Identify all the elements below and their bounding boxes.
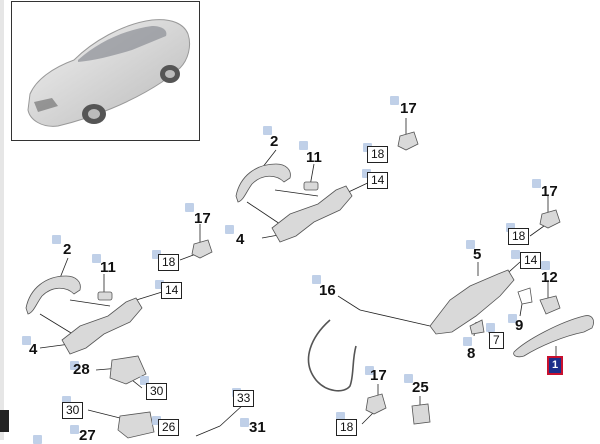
left-edge-marker <box>0 410 9 432</box>
position-marker <box>22 336 31 345</box>
position-marker <box>365 366 374 375</box>
callout-27[interactable]: 27 <box>79 427 96 444</box>
position-marker <box>225 225 234 234</box>
position-marker <box>511 250 520 259</box>
position-marker <box>92 254 101 263</box>
boxed-callout-30-b[interactable]: 30 <box>62 402 84 419</box>
position-marker <box>70 425 79 434</box>
position-marker <box>541 261 550 270</box>
position-marker <box>140 376 149 385</box>
position-marker <box>336 412 345 421</box>
callout-11-mid[interactable]: 11 <box>100 259 116 276</box>
position-marker <box>263 126 272 135</box>
callout-17-bottom[interactable]: 17 <box>370 367 387 384</box>
callout-12[interactable]: 12 <box>541 269 558 286</box>
callout-4-top[interactable]: 4 <box>236 231 245 248</box>
position-marker <box>466 240 475 249</box>
callout-17-top[interactable]: 17 <box>400 100 417 117</box>
callout-2-top[interactable]: 2 <box>270 133 279 150</box>
position-marker <box>508 314 517 323</box>
boxed-callout-18-mid[interactable]: 18 <box>158 254 180 271</box>
callout-28[interactable]: 28 <box>73 361 90 378</box>
car-illustration <box>27 19 191 127</box>
position-marker <box>240 418 249 427</box>
position-marker <box>532 179 541 188</box>
left-scroll-edge <box>0 0 4 440</box>
boxed-callout-7[interactable]: 7 <box>489 332 504 349</box>
position-marker <box>312 275 321 284</box>
boxed-callout-18-top[interactable]: 18 <box>367 146 389 163</box>
callout-17-right[interactable]: 17 <box>541 183 558 200</box>
position-marker <box>362 169 371 178</box>
boxed-callout-30-a[interactable]: 30 <box>146 383 168 400</box>
callout-31[interactable]: 31 <box>249 419 266 436</box>
boxed-callout-26[interactable]: 26 <box>158 419 180 436</box>
callout-17-mid[interactable]: 17 <box>194 210 211 227</box>
callout-11-top[interactable]: 11 <box>306 149 322 166</box>
callout-5[interactable]: 5 <box>473 246 482 263</box>
position-marker <box>155 280 164 289</box>
position-marker <box>62 396 71 405</box>
boxed-callout-14-right[interactable]: 14 <box>520 252 542 269</box>
position-marker <box>299 141 308 150</box>
callout-25[interactable]: 25 <box>412 379 429 396</box>
position-marker <box>390 96 399 105</box>
callout-9[interactable]: 9 <box>515 317 524 334</box>
selected-callout-1[interactable]: 1 <box>546 356 564 375</box>
position-marker <box>404 374 413 383</box>
position-marker <box>506 223 515 232</box>
vehicle-thumbnail <box>11 1 200 141</box>
position-marker <box>152 250 161 259</box>
boxed-callout-33[interactable]: 33 <box>233 390 255 407</box>
position-marker <box>185 203 194 212</box>
callout-2-mid[interactable]: 2 <box>63 241 72 258</box>
position-marker <box>152 416 161 425</box>
position-marker <box>486 323 495 332</box>
boxed-callout-18-right[interactable]: 18 <box>508 228 530 245</box>
callout-4-mid[interactable]: 4 <box>29 341 38 358</box>
position-marker <box>52 235 61 244</box>
boxed-callout-14-mid[interactable]: 14 <box>161 282 183 299</box>
callout-16[interactable]: 16 <box>319 282 336 299</box>
position-marker <box>70 361 79 370</box>
boxed-callout-14-top[interactable]: 14 <box>367 172 389 189</box>
boxed-callout-18-bottom[interactable]: 18 <box>336 419 358 436</box>
callout-8[interactable]: 8 <box>467 345 476 362</box>
position-marker <box>463 337 472 346</box>
